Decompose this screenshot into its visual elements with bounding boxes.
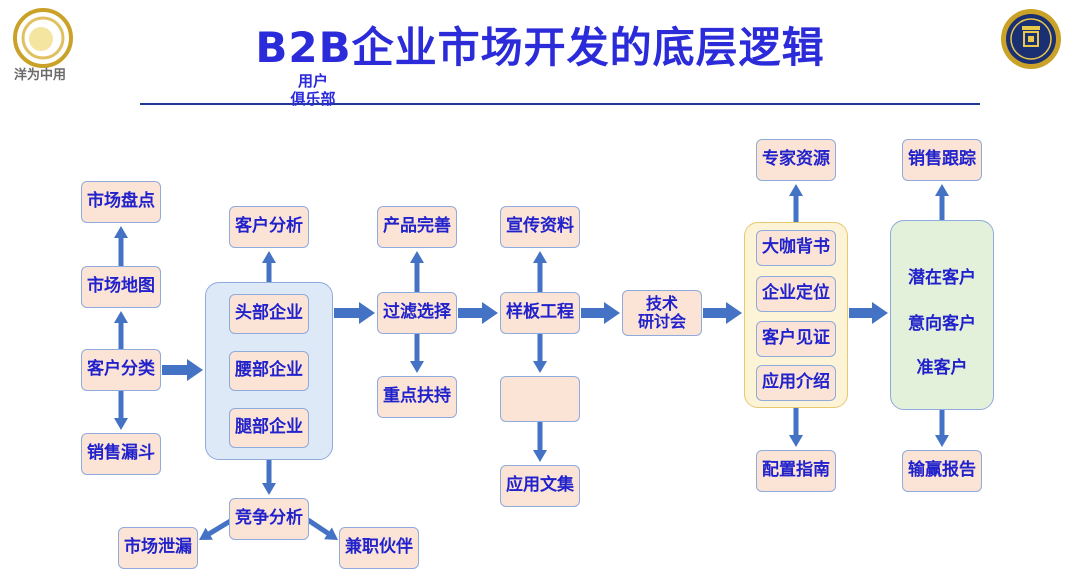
market-map-box: 市场地图	[81, 266, 161, 308]
waist-enterprise-box: 腰部企业	[229, 351, 309, 391]
quasi-customers-label: 准客户	[916, 358, 968, 378]
customer-classification-box: 客户分类	[81, 349, 161, 391]
promo-materials-box: 宣传资料	[500, 206, 580, 248]
arrow-tiers-to-customer-analysis	[262, 251, 276, 282]
arrow-classification-to-funnel	[114, 391, 128, 430]
arrow-classification-to-map	[114, 311, 128, 349]
arrow-sample-to-promo	[533, 251, 547, 292]
enterprise-positioning-box: 企业定位	[756, 276, 836, 312]
head-enterprise-box: 头部企业	[229, 294, 309, 334]
intent-customers-label: 意向客户	[908, 314, 976, 334]
part-time-partner-box: 兼职伙伴	[339, 527, 419, 569]
application-intro-box: 应用介绍	[756, 365, 836, 401]
customer-testimonial-box: 客户见证	[756, 321, 836, 357]
sales-tracking-box: 销售跟踪	[902, 139, 982, 181]
arrow-map-to-inventory	[114, 226, 128, 266]
key-support-box: 重点扶持	[377, 376, 457, 418]
user-club-label: 用户 俱乐部	[290, 72, 336, 108]
arrow-blank-to-collection	[533, 422, 547, 462]
arrow-competition-to-leakage	[199, 517, 234, 540]
arrow-sample-to-blank	[533, 334, 547, 373]
arrow-tiers-to-filter	[334, 302, 375, 324]
expert-resources-box: 专家资源	[756, 139, 836, 181]
arrow-classification-to-tiers	[162, 359, 203, 381]
filter-selection-box: 过滤选择	[377, 292, 457, 334]
win-report-box: 输赢报告	[902, 450, 982, 492]
arrow-filter-to-product	[410, 251, 424, 292]
application-collection-box: 应用文集	[500, 465, 580, 507]
sales-funnel-box: 销售漏斗	[81, 433, 161, 475]
arrow-tiers-to-competition	[262, 460, 276, 495]
logo-left-text: 洋为中用	[13, 68, 66, 83]
page-title: B2B企业市场开发的底层逻辑	[255, 23, 825, 72]
arrow-filter-to-support	[410, 334, 424, 373]
leg-enterprise-box: 腿部企业	[229, 408, 309, 448]
logo-left	[8, 6, 78, 84]
arrow-customers-to-report	[935, 410, 949, 447]
sample-project-box: 样板工程	[500, 292, 580, 334]
arrow-seminar-to-endorsement	[703, 302, 742, 324]
arrow-endorsement-to-expert	[789, 184, 803, 222]
tech-seminar-box: 技术 研讨会	[622, 290, 702, 336]
arrows-layer	[114, 184, 949, 540]
blank-box	[500, 376, 580, 422]
market-inventory-box: 市场盘点	[81, 181, 161, 223]
arrow-sample-to-seminar	[581, 302, 620, 324]
customer-analysis-box: 客户分析	[229, 206, 309, 248]
potential-customers-label: 潜在客户	[908, 268, 976, 288]
config-guide-box: 配置指南	[756, 450, 836, 492]
sun-logo-icon	[13, 8, 73, 68]
celebrity-endorsement-box: 大咖背书	[756, 230, 836, 266]
customer-stage-group: 潜在客户 意向客户 准客户	[890, 220, 994, 410]
competition-analysis-box: 竞争分析	[229, 498, 309, 540]
product-improvement-box: 产品完善	[377, 206, 457, 248]
arrow-filter-to-sample	[458, 302, 498, 324]
arrow-endorsement-to-customers	[849, 302, 888, 324]
arrow-customers-to-tracking	[935, 184, 949, 220]
market-leakage-box: 市场泄漏	[118, 527, 198, 569]
arrow-competition-to-partner	[306, 517, 338, 540]
seal-logo-icon	[1000, 8, 1062, 70]
arrow-endorsement-to-config	[789, 408, 803, 447]
